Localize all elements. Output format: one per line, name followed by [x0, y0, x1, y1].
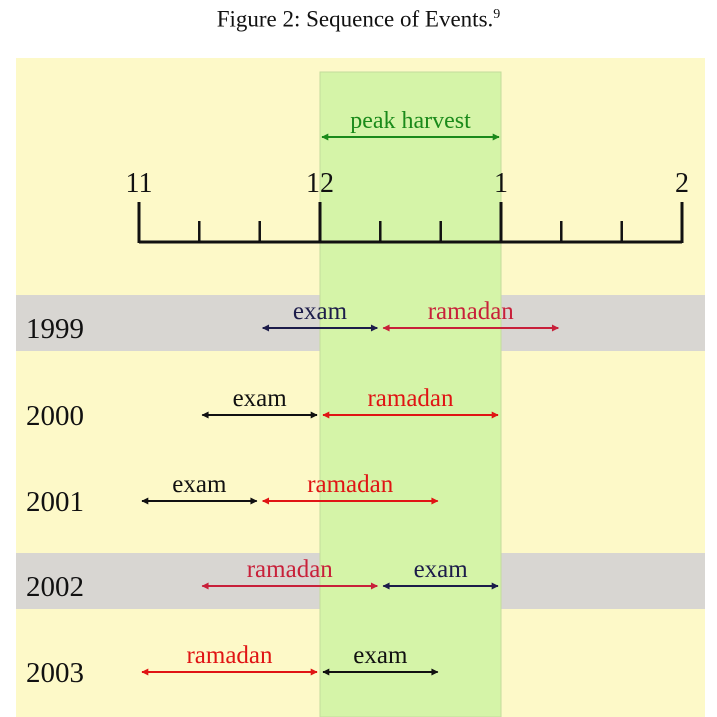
year-label-1999: 1999 [26, 313, 84, 345]
tick-label: 11 [126, 168, 153, 199]
ramadan-label-2000: ramadan [367, 385, 454, 412]
peak-harvest-band [319, 71, 502, 717]
exam-label-2002: exam [414, 556, 469, 583]
ramadan-label-2001: ramadan [307, 471, 394, 498]
exam-label-2001: exam [172, 471, 227, 498]
exam-label-1999: exam [293, 298, 348, 325]
ramadan-label-2002: ramadan [247, 556, 334, 583]
year-label-2003: 2003 [26, 657, 84, 689]
tick-label: 2 [675, 168, 689, 199]
caption-text: Figure 2: Sequence of Events. [216, 6, 494, 32]
exam-label-2003: exam [353, 642, 408, 669]
footnote-marker: 9 [493, 7, 501, 22]
year-label-2001: 2001 [26, 486, 84, 518]
figure-caption: Figure 2: Sequence of Events.9 [0, 0, 717, 35]
tick-label: 1 [494, 168, 508, 199]
ramadan-label-1999: ramadan [428, 298, 515, 325]
year-label-2000: 2000 [26, 400, 84, 432]
ramadan-label-2003: ramadan [186, 642, 273, 669]
tick-label: 12 [306, 168, 334, 199]
peak-harvest-label: peak harvest [350, 108, 471, 134]
year-label-2002: 2002 [26, 571, 84, 603]
exam-label-2000: exam [233, 385, 288, 412]
